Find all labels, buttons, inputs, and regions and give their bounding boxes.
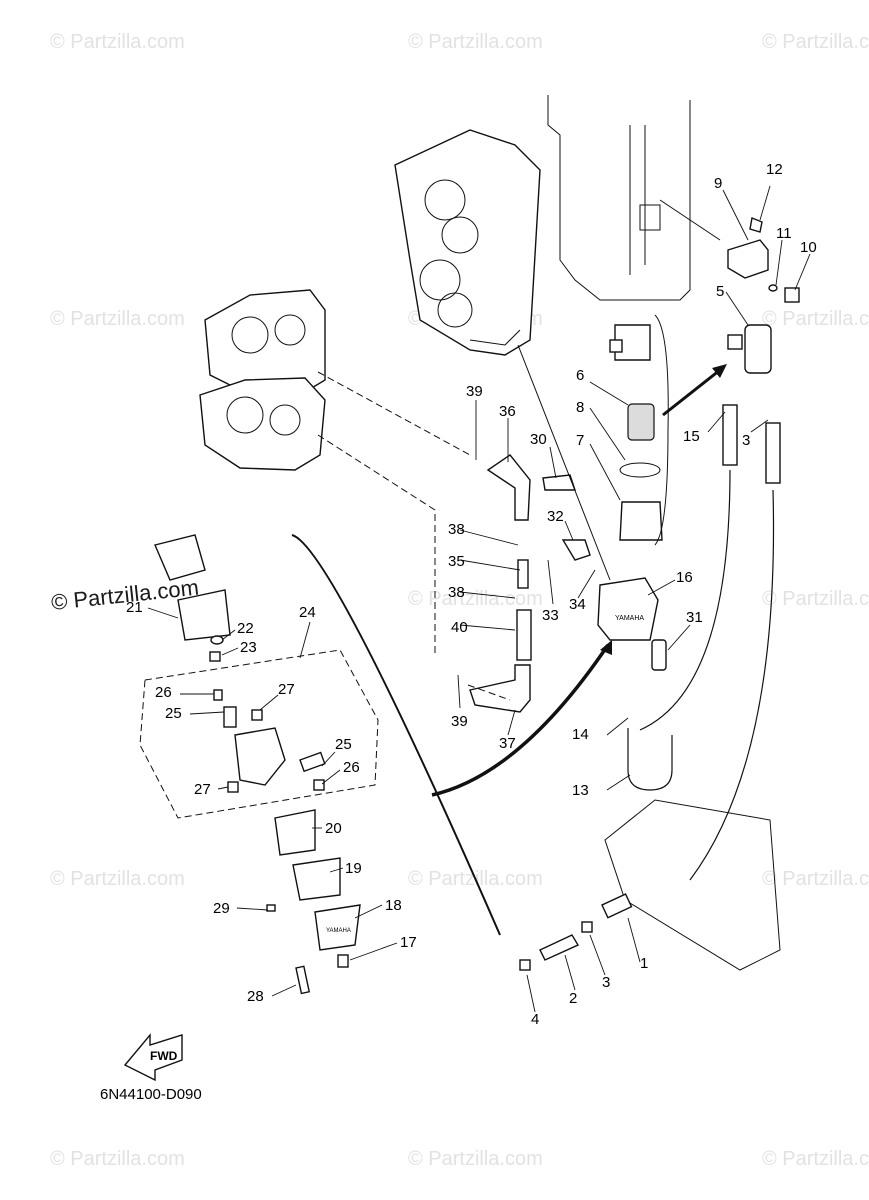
yamaha-logo: YAMAHA — [615, 615, 644, 622]
callout-7: 7 — [576, 432, 584, 449]
callout-27: 27 — [278, 681, 295, 698]
callout-15: 15 — [683, 428, 700, 445]
callout-3: 3 — [742, 432, 750, 449]
intake-manifold — [394, 129, 541, 356]
watermark: © Partzilla.com — [50, 868, 185, 890]
callout-14: 14 — [572, 726, 589, 743]
watermark-group: © Partzilla.com © Partzilla.com © Partzi… — [50, 31, 869, 1170]
callout-9: 9 — [714, 175, 722, 192]
fuel-hoses-right — [639, 404, 781, 881]
callout-labels: 1 2 3 3 4 5 6 7 8 9 10 11 12 13 14 15 16… — [126, 161, 817, 1028]
watermark: © Partzilla.com — [50, 1148, 185, 1170]
yamaha-logo: YAMAHA — [326, 928, 351, 934]
engine-block-outline — [547, 95, 721, 301]
callout-17: 17 — [400, 934, 417, 951]
callout-2: 2 — [569, 990, 577, 1007]
leader-hose-37 — [467, 684, 511, 701]
callout-31: 31 — [686, 609, 703, 626]
watermark: © Partzilla.com — [762, 308, 869, 330]
callout-13: 13 — [572, 782, 589, 799]
fuel-pump-main: YAMAHA — [597, 577, 667, 671]
callout-29: 29 — [213, 900, 230, 917]
pump-exploded-left: YAMAHA — [139, 534, 379, 995]
fuel-filter-exploded — [609, 314, 669, 546]
callout-26: 26 — [155, 684, 172, 701]
fuel-filter-mounted — [727, 217, 800, 374]
callout-3: 3 — [602, 974, 610, 991]
carburetor-assembly — [199, 289, 326, 471]
callout-5: 5 — [716, 283, 724, 300]
leader-carb-lower — [317, 434, 436, 655]
drawing-code: 6N44100-D090 — [100, 1086, 202, 1103]
callout-38: 38 — [448, 521, 465, 538]
callout-28: 28 — [247, 988, 264, 1005]
callout-38: 38 — [448, 584, 465, 601]
fwd-label: FWD — [150, 1049, 178, 1063]
callout-34: 34 — [569, 596, 586, 613]
watermark: © Partzilla.com — [762, 588, 869, 610]
callout-30: 30 — [530, 431, 547, 448]
callout-36: 36 — [499, 403, 516, 420]
callout-18: 18 — [385, 897, 402, 914]
callout-8: 8 — [576, 399, 584, 416]
watermark: © Partzilla.com — [408, 588, 543, 610]
callout-37: 37 — [499, 735, 516, 752]
callout-39: 39 — [466, 383, 483, 400]
watermark: © Partzilla.com — [762, 31, 869, 53]
callout-19: 19 — [345, 860, 362, 877]
callout-12: 12 — [766, 161, 783, 178]
fuel-hose-u — [627, 728, 673, 791]
fwd-arrow-icon: FWD — [123, 1033, 183, 1082]
callout-10: 10 — [800, 239, 817, 256]
callout-40: 40 — [451, 619, 468, 636]
callout-20: 20 — [325, 820, 342, 837]
callout-leaders — [147, 185, 811, 1013]
callout-21: 21 — [126, 599, 143, 616]
watermark: © Partzilla.com — [50, 31, 185, 53]
leader-manifold — [517, 344, 611, 581]
assembly-arrow — [662, 368, 721, 417]
watermark: © Partzilla.com — [408, 1148, 543, 1170]
arrowhead-icon — [712, 364, 727, 378]
callout-32: 32 — [547, 508, 564, 525]
callout-39: 39 — [451, 713, 468, 730]
watermark: © Partzilla.com — [762, 1148, 869, 1170]
callout-16: 16 — [676, 569, 693, 586]
callout-6: 6 — [576, 367, 584, 384]
watermark: © Partzilla.com — [762, 868, 869, 890]
leader-carb-upper — [317, 371, 471, 456]
callout-23: 23 — [240, 639, 257, 656]
center-hoses — [469, 454, 591, 713]
callout-26: 26 — [343, 759, 360, 776]
callout-25: 25 — [335, 736, 352, 753]
callout-27: 27 — [194, 781, 211, 798]
arrowhead-icon — [600, 640, 612, 655]
assembly-arrow-pump — [431, 644, 610, 797]
callout-33: 33 — [542, 607, 559, 624]
divider-curve — [291, 534, 501, 936]
callout-11: 11 — [776, 225, 792, 242]
watermark: © Partzilla.com — [408, 31, 543, 53]
watermark-large: © Partzilla.com — [50, 575, 200, 615]
callout-24: 24 — [299, 604, 316, 621]
callout-22: 22 — [237, 620, 254, 637]
callout-25: 25 — [165, 705, 182, 722]
watermark: © Partzilla.com — [50, 308, 185, 330]
lower-connector — [519, 799, 781, 971]
callout-4: 4 — [531, 1011, 539, 1028]
callout-1: 1 — [640, 955, 648, 972]
callout-35: 35 — [448, 553, 465, 570]
